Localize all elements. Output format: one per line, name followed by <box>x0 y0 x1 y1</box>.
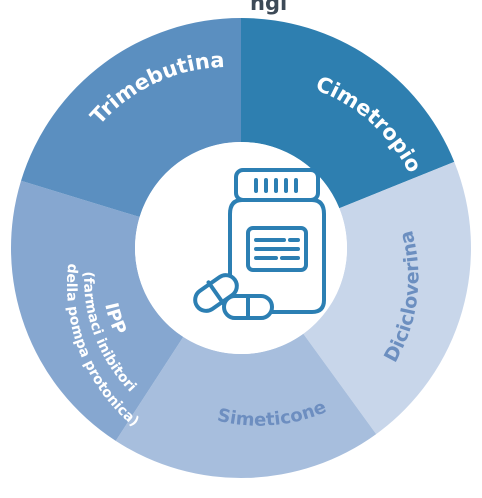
wheel-segment-dicicloverina <box>303 161 471 435</box>
medicine-bottle-and-pills-icon <box>193 168 326 320</box>
wheel-segment-trimebutina <box>21 18 241 218</box>
wheel-segment-ipp <box>10 180 184 441</box>
wheel-center-disc <box>135 142 347 354</box>
wheel-segment-cimetropio <box>241 18 455 209</box>
wheel-segment-simeticone <box>115 333 377 478</box>
top-cut-heading-text: ngi <box>250 0 288 15</box>
